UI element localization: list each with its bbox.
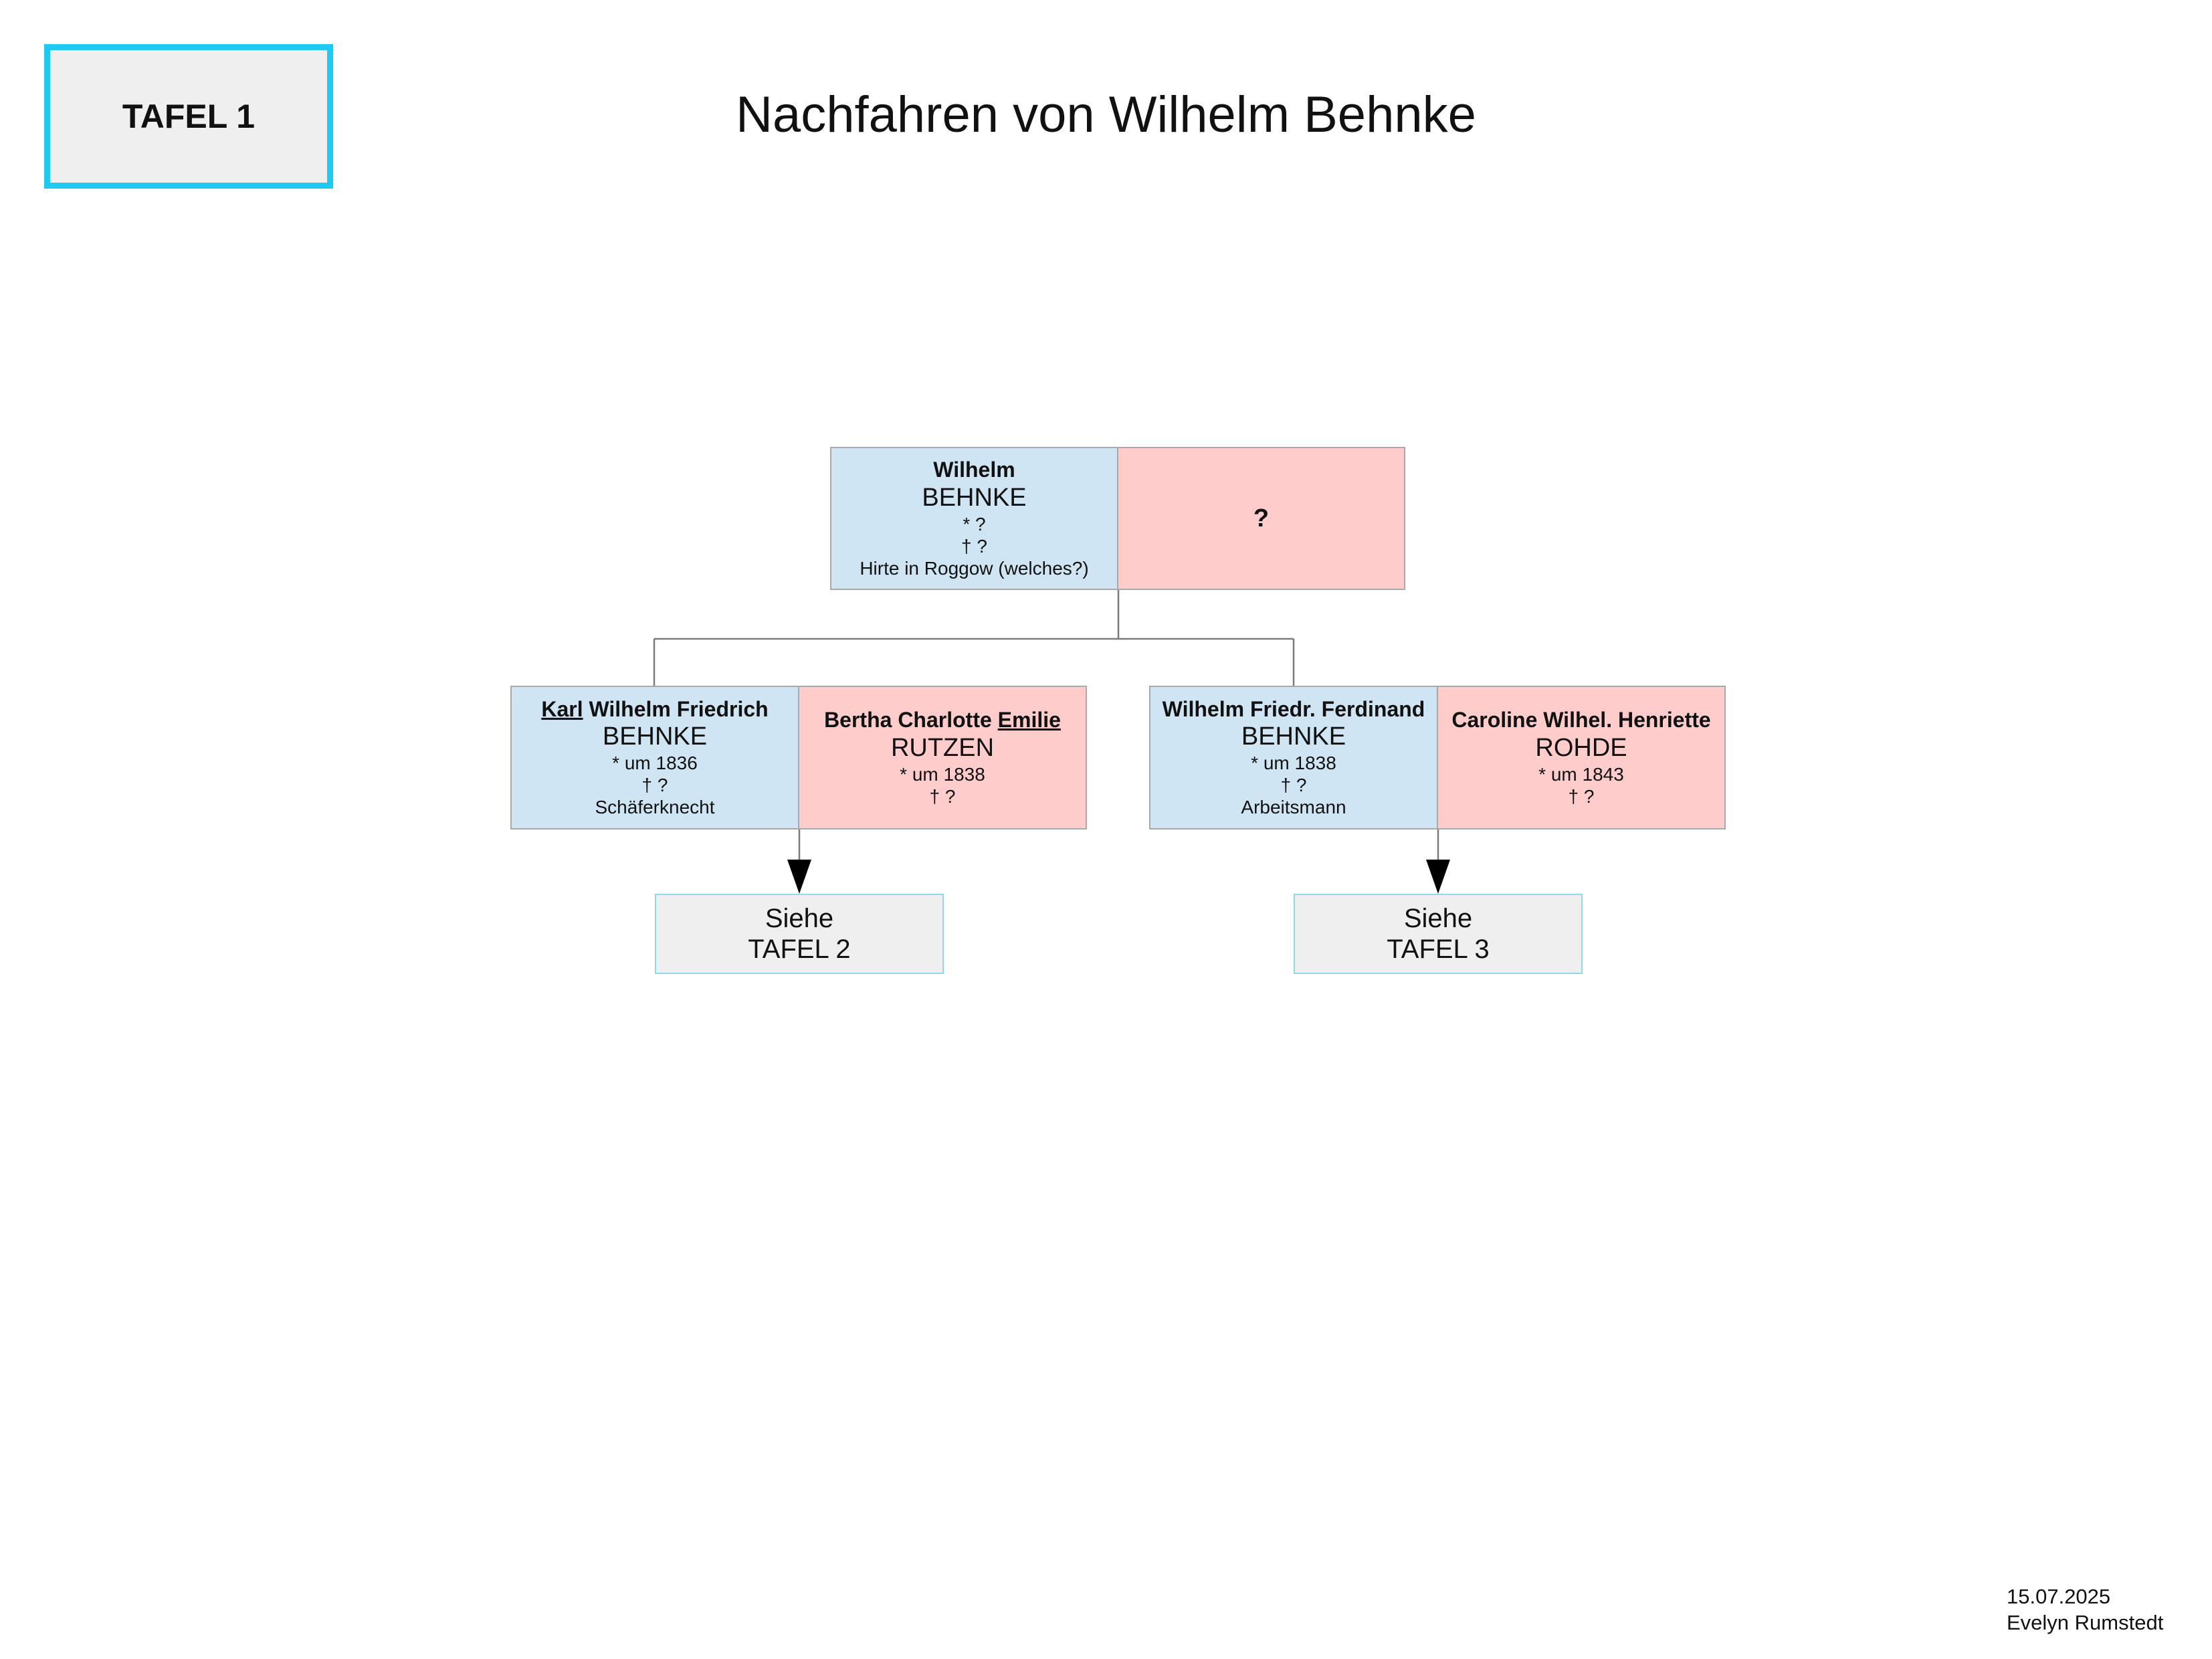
child2-wife-birth: * um 1843 xyxy=(1538,763,1624,785)
child2-wife-surname: ROHDE xyxy=(1535,733,1627,762)
child2-husband-given: Wilhelm Friedr. Ferdinand xyxy=(1162,696,1425,721)
child1-husband-surname: BEHNKE xyxy=(602,722,708,751)
root-husband-death: † ? xyxy=(961,535,987,557)
root-husband-note: Hirte in Roggow (welches?) xyxy=(860,557,1089,579)
root-wife-box: ? xyxy=(1117,447,1405,590)
tafel2-reference-box[interactable]: Siehe TAFEL 2 xyxy=(655,894,944,974)
child2-wife-death: † ? xyxy=(1568,785,1595,807)
child2-arrow-head xyxy=(1426,860,1450,894)
tafel2-reference-line1: Siehe xyxy=(765,904,834,933)
child1-husband-callname: Karl xyxy=(541,696,583,721)
child1-husband-birth: * um 1836 xyxy=(612,753,698,774)
child2-husband-note: Arbeitsmann xyxy=(1241,797,1346,818)
tafel3-reference-line2: TAFEL 3 xyxy=(1387,935,1490,964)
tafel3-reference-line1: Siehe xyxy=(1403,904,1473,933)
root-husband-box: Wilhelm BEHNKE * ? † ? Hirte in Roggow (… xyxy=(830,447,1118,590)
child1-husband-death: † ? xyxy=(641,775,668,796)
child1-husband-box: Karl Wilhelm Friedrich BEHNKE * um 1836 … xyxy=(510,686,799,830)
child2-wife-given: Caroline Wilhel. Henriette xyxy=(1451,708,1711,733)
child2-husband-birth: * um 1838 xyxy=(1251,753,1336,774)
tafel2-reference-line2: TAFEL 2 xyxy=(748,935,851,964)
child1-wife-surname: RUTZEN xyxy=(890,733,995,762)
child2-husband-surname: BEHNKE xyxy=(1241,722,1346,751)
root-wife-label: ? xyxy=(1253,504,1270,532)
child1-wife-death: † ? xyxy=(929,785,956,807)
root-husband-given: Wilhelm xyxy=(933,458,1015,482)
footer-author: Evelyn Rumstedt xyxy=(2007,1610,2164,1634)
child1-wife-callname: Emilie xyxy=(997,708,1061,733)
tafel-badge-label: TAFEL 1 xyxy=(122,98,256,135)
child2-husband-box: Wilhelm Friedr. Ferdinand BEHNKE * um 18… xyxy=(1149,686,1438,830)
root-husband-surname: BEHNKE xyxy=(922,483,1027,512)
footer-date: 15.07.2025 xyxy=(2007,1585,2111,1608)
child1-wife-given: Bertha Charlotte Emilie xyxy=(824,708,1061,733)
child2-wife-box: Caroline Wilhel. Henriette ROHDE * um 18… xyxy=(1437,686,1726,830)
page-title-text: Nachfahren von Wilhelm Behnke xyxy=(736,86,1476,143)
child1-husband-note: Schäferknecht xyxy=(595,797,715,818)
footer: 15.07.2025 Evelyn Rumstedt xyxy=(2007,1584,2163,1636)
child1-wife-birth: * um 1838 xyxy=(900,763,985,785)
child1-arrow-head xyxy=(787,860,811,894)
child1-wife-box: Bertha Charlotte Emilie RUTZEN * um 1838… xyxy=(798,686,1087,830)
tafel3-reference-box[interactable]: Siehe TAFEL 3 xyxy=(1294,894,1583,974)
tafel-badge: TAFEL 1 xyxy=(44,44,333,189)
page-title: Nachfahren von Wilhelm Behnke xyxy=(0,86,2212,144)
child1-husband-given: Karl Wilhelm Friedrich xyxy=(541,696,769,721)
root-husband-birth: * ? xyxy=(963,513,986,534)
child2-husband-death: † ? xyxy=(1280,775,1307,796)
